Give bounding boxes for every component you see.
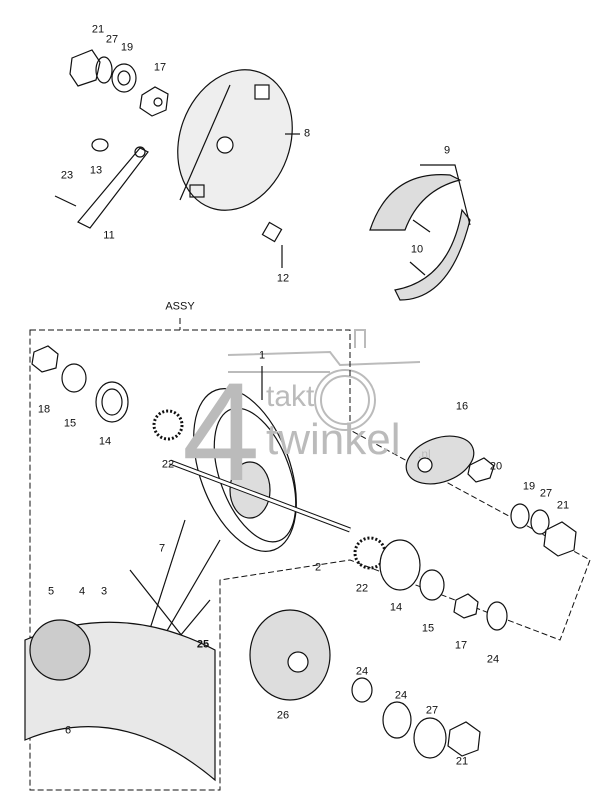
part-label: 12: [276, 272, 290, 285]
part-label: 5: [47, 585, 55, 598]
part-label: 14: [389, 601, 403, 614]
part-label: 24: [355, 665, 369, 678]
part-label: 9: [443, 144, 451, 157]
part-label: 14: [98, 435, 112, 448]
part-label: 22: [161, 458, 175, 471]
part-label: 17: [454, 639, 468, 652]
right-parts: [353, 435, 577, 631]
part-label: 24: [486, 653, 500, 666]
brake-plate: [177, 69, 300, 211]
part-label: 27: [425, 704, 439, 717]
hub-cap-and-washers: [249, 609, 481, 759]
part-label: 2: [314, 561, 322, 574]
brake-shoes: [369, 164, 471, 301]
part-label: 1: [258, 349, 266, 362]
hub: [169, 366, 351, 552]
part-label: 15: [63, 417, 77, 430]
part-label: 24: [394, 689, 408, 702]
part-label: 4: [78, 585, 86, 598]
part-label: 8: [303, 127, 311, 140]
part-label: 26: [276, 709, 290, 722]
assy-label: ASSY: [165, 300, 195, 313]
part-label: 16: [455, 400, 469, 413]
axle-nut-group: [69, 49, 169, 117]
brake-cam: [261, 221, 283, 268]
part-label: 17: [153, 61, 167, 74]
watermark-digit: 4: [182, 353, 260, 510]
part-label: 25: [196, 638, 210, 651]
part-label: 27: [105, 33, 119, 46]
part-label: 19: [120, 41, 134, 54]
watermark-line2: twinkel: [266, 415, 401, 464]
part-label: 6: [64, 724, 72, 737]
part-label: 21: [556, 499, 570, 512]
part-label: 21: [455, 755, 469, 768]
part-label: 3: [100, 585, 108, 598]
part-label: 15: [421, 622, 435, 635]
part-label: 11: [103, 229, 115, 242]
part-label: 21: [91, 23, 105, 36]
watermark-scooter: [227, 329, 421, 431]
watermark-suffix: .nl: [418, 447, 431, 461]
part-label: 22: [355, 582, 369, 595]
part-label: 13: [89, 164, 103, 177]
part-label: 7: [158, 542, 166, 555]
part-label: 10: [410, 243, 424, 256]
left-parts: [31, 345, 184, 441]
assembly-boundary: [29, 318, 591, 791]
wheel-rim: [24, 519, 221, 782]
part-label: 23: [60, 169, 74, 182]
part-label: 27: [539, 487, 553, 500]
part-label: 18: [37, 403, 51, 416]
part-label: 19: [522, 480, 536, 493]
brake-lever: [54, 138, 149, 229]
watermark-line1: takt: [266, 380, 315, 413]
part-label: 20: [489, 460, 503, 473]
